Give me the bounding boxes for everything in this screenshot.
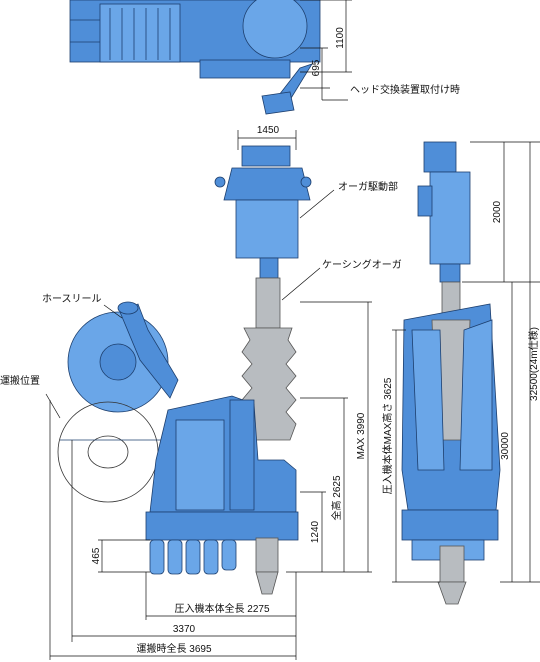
- head-exchanger-clamp: [261, 91, 295, 115]
- side-drive-neck: [439, 263, 461, 283]
- side-lower-frame: [401, 509, 499, 541]
- label-hose-reel: ホースリール: [42, 293, 102, 305]
- auger-drive-body: [235, 199, 299, 259]
- side-view: 2000 30000 32500(24m仕様) 圧入機本体MAX高さ 3625: [381, 141, 540, 605]
- dim-transport-length-3695: 運搬時全長 3695: [136, 642, 211, 655]
- clamp-legs: [149, 539, 237, 575]
- dim-3370: 3370: [173, 624, 196, 635]
- dim-1450: 1450: [257, 125, 280, 136]
- top-view-head-circle: [242, 0, 308, 59]
- casing-auger-upper: [255, 277, 281, 329]
- auger-drive-lug-left: [214, 176, 226, 188]
- label-transport-position: 運搬位置: [0, 374, 40, 387]
- side-right-frame: [459, 319, 493, 471]
- top-view-frame: [199, 59, 291, 79]
- side-left-frame: [411, 329, 445, 471]
- machine-engine-cover: [175, 419, 225, 511]
- hose-reel-top: [117, 301, 139, 315]
- dim-max-height-3625: 圧入機本体MAX高さ 3625: [381, 377, 394, 494]
- front-view: 1450: [0, 125, 402, 660]
- top-view-tracks: [99, 3, 181, 63]
- casing-tip: [255, 537, 279, 573]
- side-head-cap: [423, 141, 457, 173]
- side-casing-tip: [439, 545, 465, 583]
- dim-465: 465: [91, 547, 102, 564]
- auger-drive-lug-right: [300, 176, 312, 188]
- dim-2000: 2000: [492, 200, 503, 223]
- auger-drive-top: [223, 167, 311, 201]
- dim-695: 695: [311, 59, 322, 76]
- dim-total-height-2625: 全高 2625: [330, 475, 343, 520]
- label-auger-drive: オーガ駆動部: [338, 180, 398, 193]
- auger-drive-neck: [259, 257, 279, 279]
- dim-max-3990: MAX 3990: [356, 412, 367, 459]
- side-drive-bracket: [417, 185, 433, 217]
- machine-mast: [229, 399, 255, 511]
- casing-bit: [255, 571, 279, 595]
- dim-30000: 30000: [500, 432, 511, 460]
- label-casing-auger: ケーシングオーガ: [322, 258, 402, 271]
- top-view-track-lines: [70, 8, 171, 60]
- side-casing-bit: [437, 581, 467, 605]
- hose-reel-arm: [119, 303, 179, 399]
- dim-32500-24m: 32500(24m仕様): [527, 327, 540, 401]
- transport-position-ghost: [57, 401, 159, 503]
- head-exchanger-note: ヘッド交換装置取付け時: [350, 83, 460, 96]
- side-auger-drive: [429, 171, 471, 265]
- machine-lower-frame: [145, 511, 299, 541]
- top-view: 1100 695 ヘッド交換装置取付け時: [69, 0, 460, 115]
- dim-machine-length-2275: 圧入機本体全長 2275: [174, 602, 269, 615]
- dim-1100: 1100: [335, 27, 346, 49]
- dim-1240: 1240: [310, 520, 321, 543]
- hose-reel-hub: [99, 343, 137, 381]
- auger-drive-cap: [241, 145, 291, 167]
- casing-auger-bellows: [241, 327, 297, 441]
